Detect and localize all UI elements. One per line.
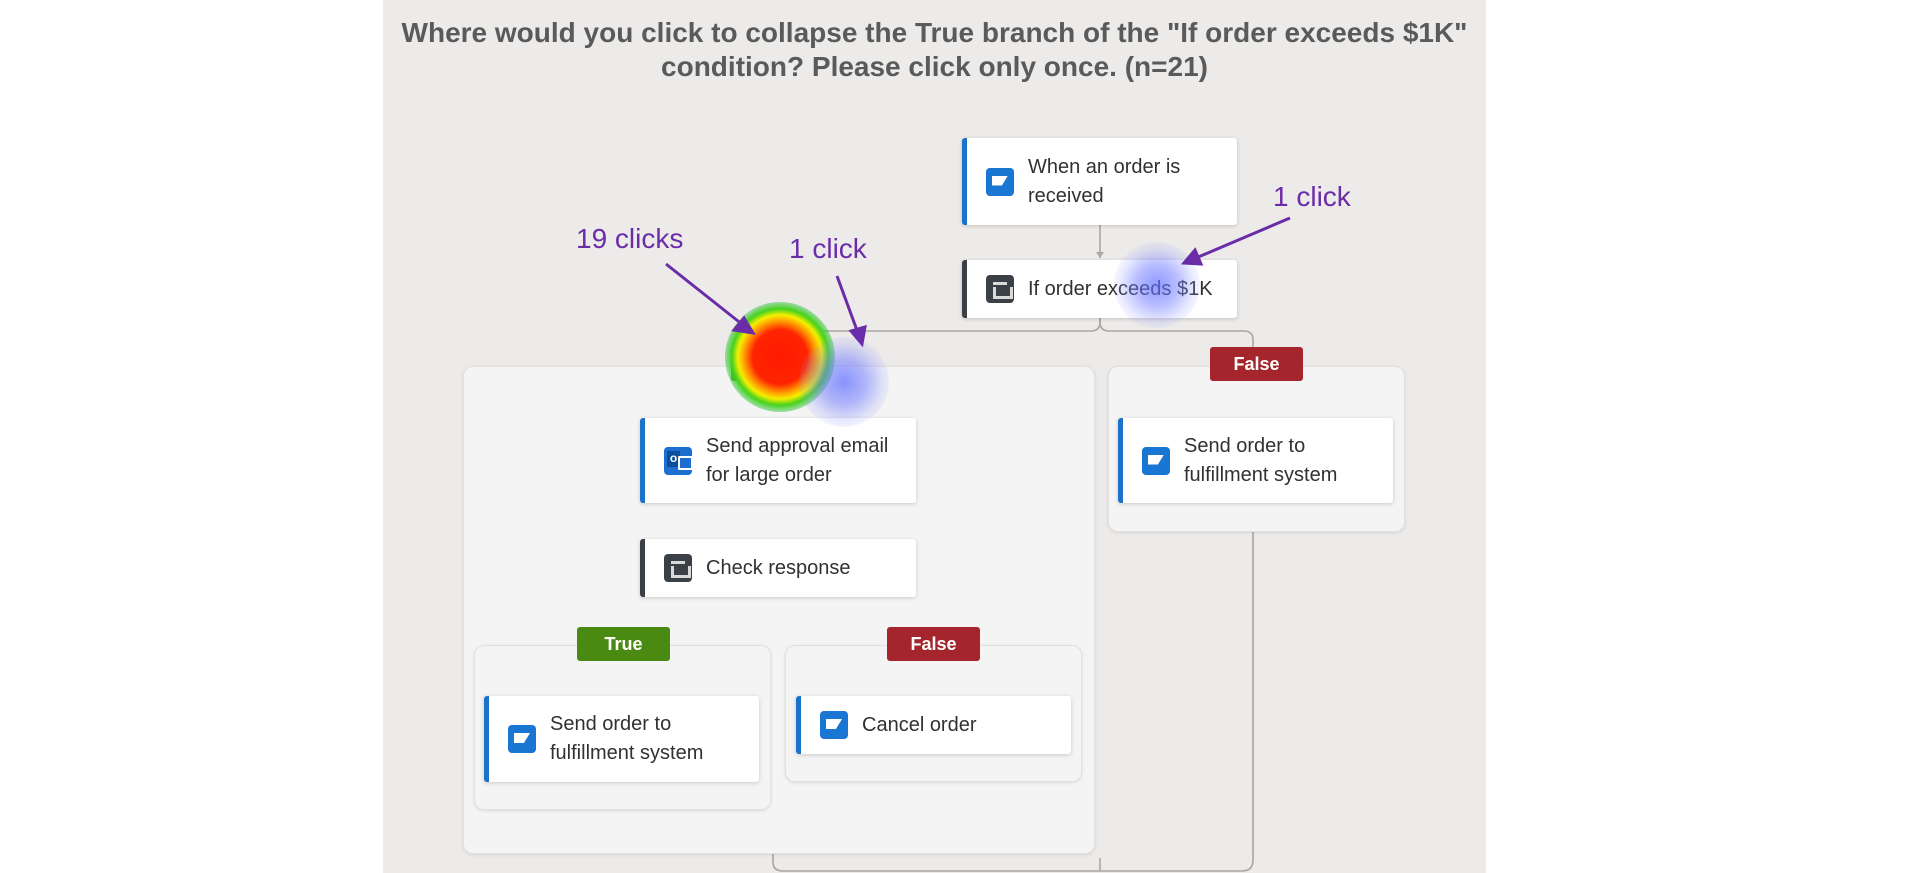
inner-true-action-card[interactable]: Send order to fulfillment system — [484, 696, 759, 782]
condition-icon — [986, 275, 1014, 303]
sap-icon — [986, 167, 1014, 196]
outer-false-action-card-label: Send order to fulfillment system — [1184, 434, 1338, 486]
arrowhead-1-click-left — [848, 324, 867, 348]
annotation-arrows — [665, 216, 1291, 348]
sap-icon — [508, 725, 536, 753]
condition-icon — [664, 554, 692, 582]
inner-false-badge[interactable]: False — [887, 627, 980, 661]
outer-false-action-card[interactable]: Send order to fulfillment system — [1118, 418, 1393, 503]
arrow-19-clicks — [665, 262, 744, 327]
arrowhead-19-clicks — [731, 315, 756, 335]
outer-false-badge[interactable]: False — [1210, 347, 1303, 381]
inner-true-action-card-label: Send order to fulfillment system — [550, 713, 704, 764]
inner-false-action-card[interactable]: Cancel order — [796, 696, 1071, 754]
annotation-19-clicks: 19 clicks — [576, 223, 684, 254]
sap-icon — [820, 711, 848, 739]
heatmap-hotspot-1-click-right — [1114, 242, 1200, 328]
heatmap-hotspot-1-click-left — [799, 337, 889, 427]
inner-true-badge[interactable]: True — [577, 627, 670, 661]
inner-false-action-card-label: Cancel order — [862, 713, 977, 736]
connector-condition-to-false-branch — [1099, 318, 1254, 352]
trigger-card[interactable]: When an order is received — [962, 138, 1237, 225]
arrow-1-click-right — [1195, 216, 1291, 260]
sap-icon — [1142, 446, 1170, 475]
question-title: Where would you click to collapse the Tr… — [401, 17, 1468, 82]
arrowhead-1-click-right — [1180, 247, 1204, 266]
check-response-card[interactable]: Check response — [640, 539, 916, 597]
heatmap-panel: Where would you click to collapse the Tr… — [383, 0, 1486, 873]
annotation-1-click-left: 1 click — [789, 233, 867, 264]
arrowhead-condition — [1096, 252, 1104, 258]
outlook-icon — [664, 446, 693, 475]
arrow-1-click-left — [835, 275, 860, 334]
check-response-card-label: Check response — [706, 556, 851, 579]
approval-email-card-label: Send approval email for large order — [706, 434, 889, 486]
trigger-card-label: When an order is received — [1028, 155, 1181, 207]
connector-false-branch-to-end — [772, 530, 1254, 872]
annotation-1-click-right: 1 click — [1273, 181, 1351, 212]
approval-email-card[interactable]: Send approval email for large order — [640, 418, 916, 503]
